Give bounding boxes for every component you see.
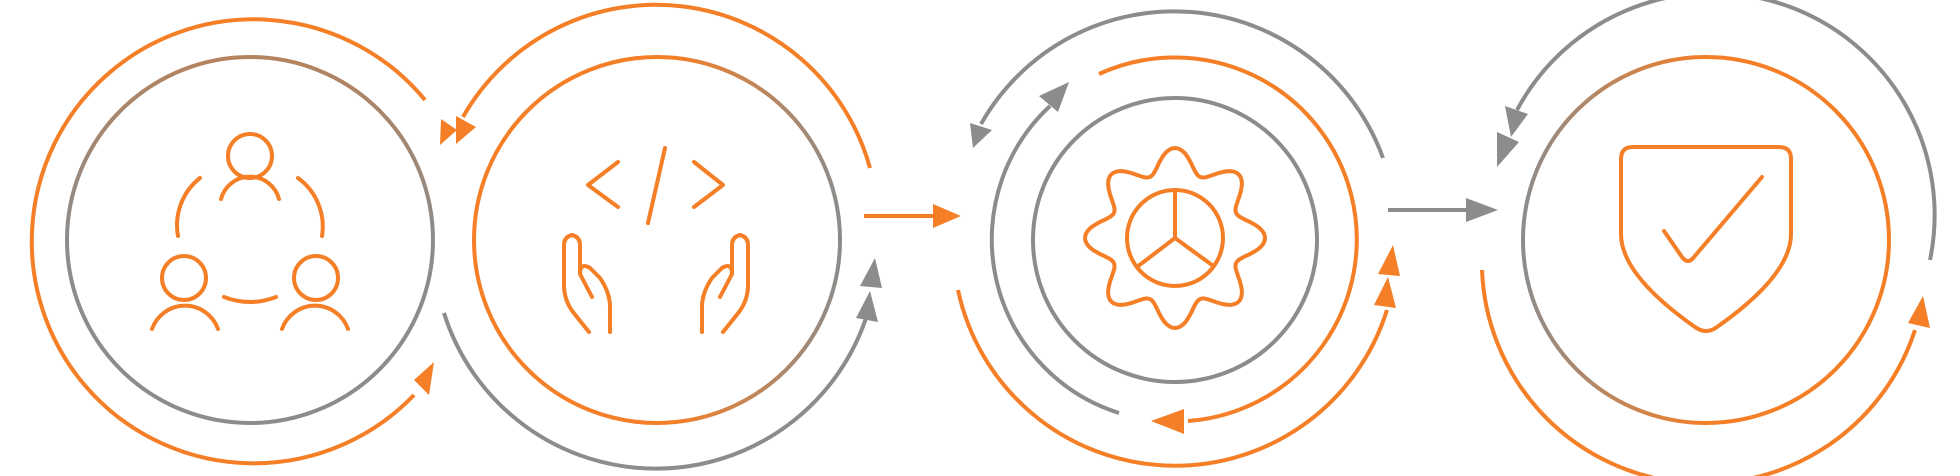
stage-code-outer-arc-bottom: [442, 311, 870, 471]
stage-gear-outer-arc-bottom: [956, 289, 1389, 468]
stage-gear-outer-arrowhead-top: [970, 123, 992, 148]
connector-2: [1388, 198, 1498, 222]
team-people-icon: [150, 132, 350, 331]
stage-gear-outer-arc-top: [979, 9, 1385, 159]
stage-code-outer-arrowhead-bottom-1: [860, 258, 882, 288]
stage-code-outer-arrowhead-bottom-2: [856, 291, 878, 322]
gear-pie-icon: [1083, 146, 1267, 330]
stage-team-outer-arrowhead-bottom: [414, 362, 434, 395]
stage-shield-outer-arc-bottom: [1480, 269, 1917, 476]
stage-team-inner-ring: [65, 55, 435, 425]
stage-gear-outer-arrowhead-bottom-2: [1374, 277, 1396, 308]
stage-gear-middle-arrowhead-bottom: [1151, 409, 1184, 434]
stage-gear-inner-ring: [1031, 96, 1319, 384]
shield-check-icon: [1619, 145, 1793, 333]
stage-gear-middle-arc-top: [989, 104, 1120, 415]
stage-team-outer-arrowhead-top: [440, 119, 457, 145]
code-hands-icon: [562, 146, 750, 334]
stage-code-inner-ring: [472, 55, 842, 425]
stage-team-outer-arc-top: [29, 17, 427, 466]
stage-code-outer-arrowhead-top: [456, 116, 476, 144]
stage-shield-inner-ring: [1521, 55, 1891, 425]
arrow-right-icon: [864, 204, 961, 228]
stage-shield-outer-arc-top: [1515, 0, 1937, 261]
arrow-right-icon: [1388, 198, 1498, 222]
stage-gear-middle-arc-bottom: [1098, 55, 1359, 423]
connector-1: [864, 204, 961, 228]
stage-gear-middle-arrowhead-top: [1039, 82, 1069, 112]
stage-code-outer-arc-top: [461, 2, 872, 169]
stage-team: [29, 17, 457, 466]
stage-shield-outer-arrowhead-bottom: [1908, 296, 1930, 328]
stage-code: [442, 2, 882, 471]
stage-shield: [1480, 0, 1937, 476]
stage-gear: [956, 9, 1400, 468]
stage-shield-outer-arrowhead-top-2: [1497, 132, 1519, 167]
stage-shield-outer-arrowhead-top: [1505, 106, 1528, 137]
stage-gear-outer-arrowhead-bottom-1: [1378, 245, 1400, 276]
